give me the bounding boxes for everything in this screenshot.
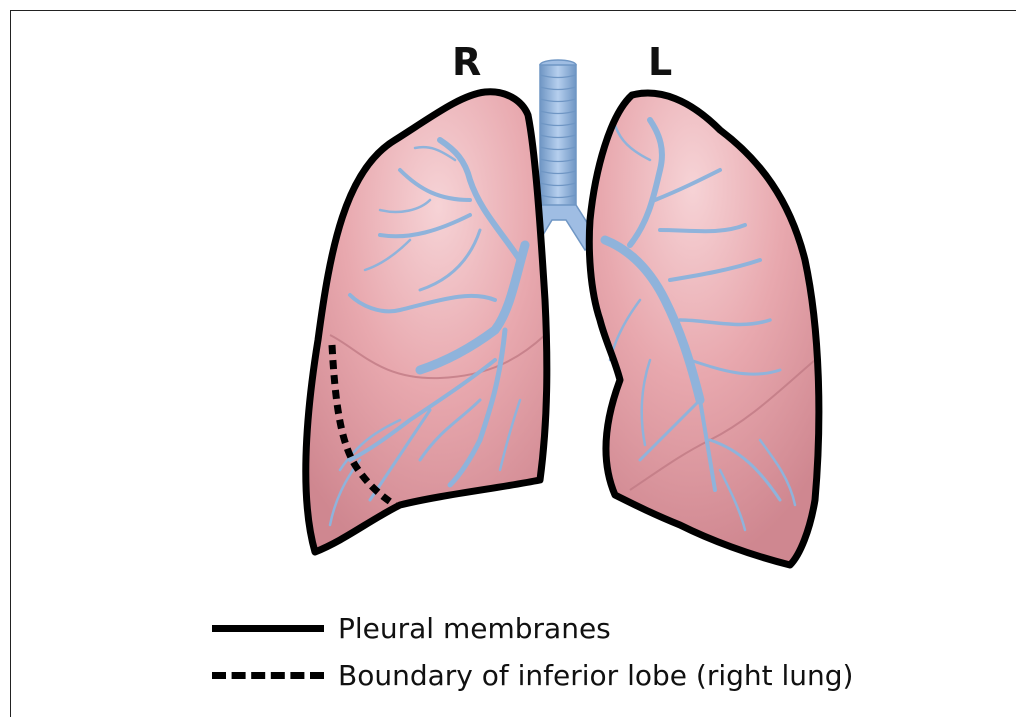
legend-label-pleural: Pleural membranes: [338, 612, 611, 645]
left-lung: [589, 93, 819, 565]
dashed-line-swatch: [212, 672, 324, 679]
solid-line-swatch: [212, 625, 324, 632]
legend-item-pleural: Pleural membranes: [212, 608, 611, 648]
right-lung: [306, 92, 547, 552]
left-lung-body: [589, 93, 819, 565]
legend-label-inferior-lobe: Boundary of inferior lobe (right lung): [338, 659, 853, 692]
lungs-illustration: [0, 0, 1016, 600]
legend-item-inferior-lobe: Boundary of inferior lobe (right lung): [212, 655, 853, 695]
